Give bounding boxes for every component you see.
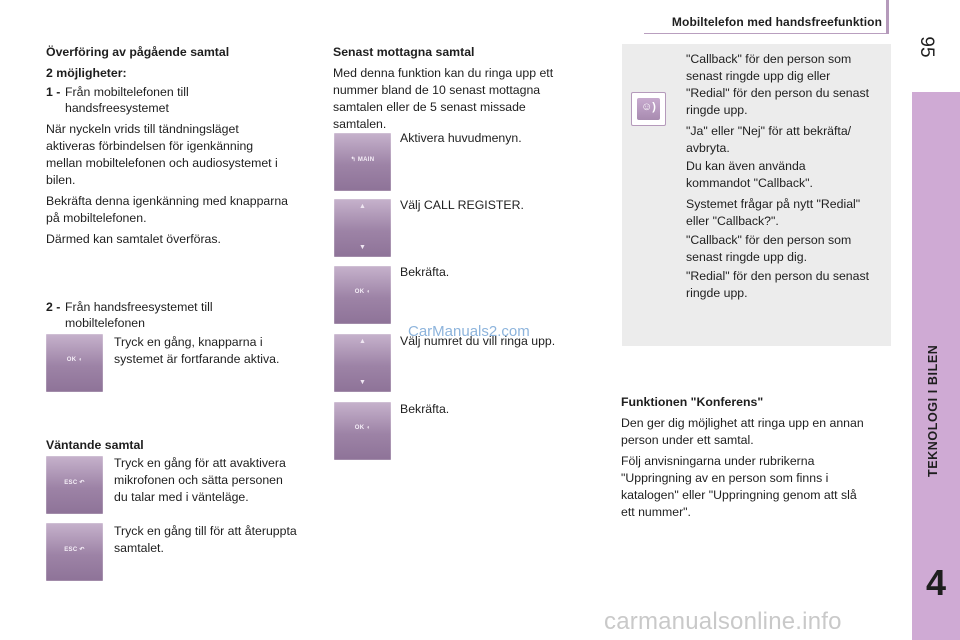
down-arrow-icon: ▼ — [359, 244, 366, 251]
section-heading-transfer: Överföring av pågående samtal — [46, 45, 230, 59]
step-2-text: Välj CALL REGISTER. — [400, 198, 524, 212]
esc-label: ESC — [64, 547, 78, 553]
ok-label: OK — [354, 289, 365, 295]
step-3-text: Bekräfta. — [400, 265, 450, 279]
subheading-options: 2 möjligheter: — [46, 66, 127, 80]
paragraph-line: Bekräfta denna igenkänning med knapparna — [46, 194, 289, 208]
infobox-line: "Redial" för den person du senast — [686, 269, 870, 283]
esc-button-icon: ESC ↶ — [46, 456, 103, 514]
option-2-text: Från handsfreesystemet till — [65, 300, 213, 314]
voice-command-infobox — [622, 44, 891, 346]
infobox-line: avbryta. — [686, 141, 730, 155]
running-header-title: Mobiltelefon med handsfreefunktion — [671, 15, 882, 29]
option-1-text: Från mobiltelefonen till — [65, 85, 189, 99]
chapter-number: 4 — [925, 562, 947, 603]
ok-button-icon: OK ◖ — [46, 334, 103, 392]
esc-resume-description-cont: samtalet. — [114, 541, 164, 555]
paragraph-line: Med denna funktion kan du ringa upp ett — [333, 66, 554, 80]
main-button-icon: ↰ MAIN — [334, 133, 391, 191]
ok-label: OK — [354, 425, 365, 431]
esc-label: ESC — [64, 480, 78, 486]
esc-resume-description: Tryck en gång till för att återuppta — [114, 524, 297, 538]
step-5-text: Bekräfta. — [400, 402, 450, 416]
paragraph-line: nummer bland de 10 senast mottagna — [333, 83, 541, 97]
down-arrow-icon: ▼ — [359, 379, 366, 386]
watermark-carmanuals2: CarManuals2.com — [408, 323, 530, 340]
main-label: MAIN — [357, 157, 375, 163]
infobox-line: "Callback" för den person som — [686, 233, 852, 247]
section-heading-conference: Funktionen "Konferens" — [621, 395, 764, 409]
section-heading-waiting: Väntande samtal — [46, 438, 144, 452]
ok-label: OK — [66, 357, 77, 363]
ok-button-icon: OK ◖ — [334, 266, 391, 324]
up-arrow-icon: ▲ — [359, 338, 366, 345]
chapter-tab — [912, 92, 960, 640]
ok-description-cont: systemet är fortfarande aktiva. — [114, 352, 280, 366]
paragraph-line: aktiveras förbindelsen för igenkänning — [46, 139, 254, 153]
ok-button-icon: OK ◖ — [334, 402, 391, 460]
esc-description-cont: mikrofonen och sätta personen — [114, 473, 283, 487]
page-number: 95 — [916, 36, 937, 58]
up-arrow-icon: ▲ — [359, 203, 366, 210]
option-1-number: 1 - — [46, 85, 61, 99]
esc-button-icon: ESC ↶ — [46, 523, 103, 581]
esc-description: Tryck en gång för att avaktivera — [114, 456, 286, 470]
infobox-line: eller "Callback?". — [686, 214, 779, 228]
infobox-line: senast ringde upp dig eller — [686, 69, 831, 83]
paragraph-line: på mobiltelefonen. — [46, 211, 147, 225]
header-accent-bar — [886, 0, 889, 34]
paragraph-line: När nyckeln vrids till tändningsläget — [46, 122, 239, 136]
infobox-line: Systemet frågar på nytt "Redial" — [686, 197, 861, 211]
infobox-line: Du kan även använda — [686, 159, 806, 173]
chapter-title: TEKNOLOGI I BILEN — [926, 344, 940, 477]
ok-description: Tryck en gång, knapparna i — [114, 335, 263, 349]
header-rule — [644, 33, 888, 34]
option-1-text-cont: handsfreesystemet — [65, 101, 169, 115]
step-1-text: Aktivera huvudmenyn. — [400, 131, 522, 145]
paragraph-line: Den ger dig möjlighet att ringa upp en a… — [621, 416, 864, 430]
infobox-line: "Ja" eller "Nej" för att bekräfta/ — [686, 124, 852, 138]
up-down-button-icon: ▲ ▼ — [334, 199, 391, 257]
paragraph-line: bilen. — [46, 173, 76, 187]
infobox-line: ringde upp. — [686, 103, 748, 117]
step-4-text: Välj numret du vill ringa upp. — [400, 334, 556, 348]
watermark-carmanualsonline: carmanualsonline.info — [604, 608, 842, 635]
section-heading-recent-calls: Senast mottagna samtal — [333, 45, 475, 59]
infobox-line: senast ringde upp dig. — [686, 250, 808, 264]
option-2-text-cont: mobiltelefonen — [65, 316, 145, 330]
paragraph-line: ett nummer". — [621, 505, 691, 519]
infobox-line: ringde upp. — [686, 286, 748, 300]
paragraph-line: person under ett samtal. — [621, 433, 754, 447]
option-2-number: 2 - — [46, 300, 61, 314]
up-down-button-icon: ▲ ▼ — [334, 334, 391, 392]
esc-description-cont: du talar med i vänteläge. — [114, 490, 249, 504]
paragraph-line: mellan mobiltelefonen och audiosystemet … — [46, 156, 278, 170]
infobox-line: "Redial" för den person du senast — [686, 86, 870, 100]
infobox-line: "Callback" för den person som — [686, 52, 852, 66]
paragraph-line: "Uppringning av en person som finns i — [621, 471, 829, 485]
paragraph-line: Följ anvisningarna under rubrikerna — [621, 454, 815, 468]
infobox-line: kommandot "Callback". — [686, 176, 813, 190]
paragraph-line: samtalen eller de 5 senast missade — [333, 100, 526, 114]
paragraph-line: katalogen" eller "Uppringning genom att … — [621, 488, 857, 502]
voice-command-icon: ☺) — [631, 92, 666, 126]
paragraph-line: Därmed kan samtalet överföras. — [46, 232, 221, 246]
paragraph-line: samtalen. — [333, 117, 387, 131]
